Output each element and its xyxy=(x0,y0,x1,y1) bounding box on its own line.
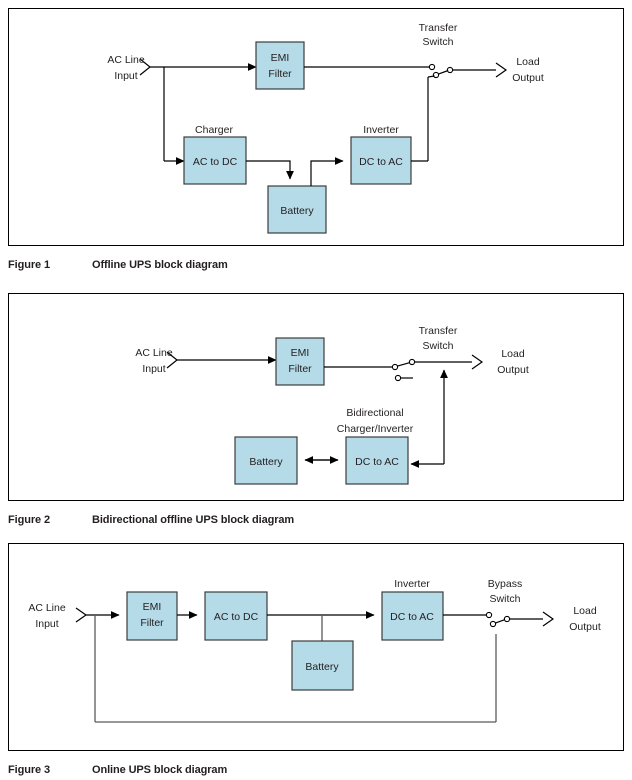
block-ac-to-dc-label: AC to DC xyxy=(214,611,259,623)
block-ac-to-dc xyxy=(204,591,268,641)
bypass-switch-pivot[interactable] xyxy=(503,615,511,623)
bidirectional-converter-caption-line2: Charger/Inverter xyxy=(337,423,414,435)
ac-line-input-label-line2: Input xyxy=(35,618,58,630)
transfer-switch-contact-lower[interactable] xyxy=(394,374,402,382)
bypass-switch-contact-upper[interactable] xyxy=(485,611,493,619)
transfer-switch-contact-upper[interactable] xyxy=(408,358,416,366)
block-emi-filter-label-line2: Filter xyxy=(288,363,312,375)
block-battery xyxy=(267,185,327,234)
block-battery-label: Battery xyxy=(305,661,339,673)
block-battery xyxy=(234,436,298,485)
load-output-label-line2: Output xyxy=(569,621,601,633)
figure-1-caption-title: Offline UPS block diagram xyxy=(92,259,228,271)
wire-battery-to-inverter xyxy=(310,157,344,186)
transfer-switch-pivot[interactable] xyxy=(391,363,399,371)
figure-2-diagram: AC Line Input EMI Filter Transfer Switch… xyxy=(135,325,529,485)
inverter-caption: Inverter xyxy=(394,578,430,590)
bypass-switch-label-line1: Bypass xyxy=(488,578,522,590)
figure-3-caption: Figure 3 Online UPS block diagram xyxy=(8,764,227,776)
block-dc-to-ac xyxy=(381,591,444,641)
block-dc-to-ac-label: DC to AC xyxy=(359,156,403,168)
ac-line-input-label-line2: Input xyxy=(142,363,165,375)
load-output-chevron xyxy=(495,62,508,78)
transfer-switch-contact-lower[interactable] xyxy=(432,71,440,79)
figure-2-caption-title: Bidirectional offline UPS block diagram xyxy=(92,514,295,526)
block-ac-to-dc xyxy=(183,136,247,185)
load-output-chevron xyxy=(542,611,555,627)
bypass-switch-contact-lower[interactable] xyxy=(489,620,497,628)
figure-2-caption: Figure 2 Bidirectional offline UPS block … xyxy=(8,514,294,526)
load-output-label-line2: Output xyxy=(512,72,544,84)
block-emi-filter xyxy=(255,41,305,90)
figure-1-caption: Figure 1 Offline UPS block diagram xyxy=(8,259,228,271)
ac-line-input-label-line1: AC Line xyxy=(135,347,173,359)
bypass-switch-blade[interactable] xyxy=(494,619,506,624)
ac-line-input-label-line1: AC Line xyxy=(28,602,66,614)
transfer-switch-label-line1: Transfer xyxy=(419,325,458,337)
charger-caption: Charger xyxy=(195,124,233,136)
figure-1-caption-number: Figure 1 xyxy=(8,259,50,271)
figure-3-caption-title: Online UPS block diagram xyxy=(92,764,228,776)
load-output-label-line1: Load xyxy=(501,348,525,360)
block-battery-label: Battery xyxy=(249,456,283,468)
figure-2-caption-number: Figure 2 xyxy=(8,514,50,526)
wire-inverter-to-switch-joint xyxy=(427,75,435,78)
block-emi-filter-label-line1: EMI xyxy=(271,52,290,64)
block-emi-filter-label-line1: EMI xyxy=(143,601,162,613)
block-emi-filter-label-line1: EMI xyxy=(291,347,310,359)
figure-1-panel: EMI Filter Transfer Switch Charger AC to… xyxy=(8,8,624,246)
block-battery xyxy=(291,640,354,691)
figure-3-caption-number: Figure 3 xyxy=(8,764,50,776)
figure-2-panel: AC Line Input EMI Filter Transfer Switch… xyxy=(8,293,624,501)
figure-3-panel: AC Line Input EMI Filter AC to DC Batter… xyxy=(8,543,624,751)
bypass-switch-label-line2: Switch xyxy=(490,593,521,605)
block-emi-filter-label-line2: Filter xyxy=(268,68,292,80)
ac-line-input-label-line1: AC Line xyxy=(107,54,145,66)
block-battery-label: Battery xyxy=(280,205,314,217)
transfer-switch-pivot[interactable] xyxy=(446,66,454,74)
load-output-label-line1: Load xyxy=(573,605,597,617)
block-emi-filter xyxy=(275,337,325,386)
block-dc-to-ac xyxy=(350,136,412,185)
block-dc-to-ac-label: DC to AC xyxy=(390,611,434,623)
transfer-switch-blade[interactable] xyxy=(396,362,411,367)
block-ac-to-dc-label: AC to DC xyxy=(193,156,238,168)
block-emi-filter xyxy=(126,591,178,641)
load-output-label-line2: Output xyxy=(497,364,529,376)
block-dc-to-ac-label: DC to AC xyxy=(355,456,399,468)
figure-3-diagram: AC Line Input EMI Filter AC to DC Batter… xyxy=(28,578,601,723)
transfer-switch-label-line2: Switch xyxy=(423,340,454,352)
transfer-switch-blade[interactable] xyxy=(437,69,449,75)
figure-1-diagram: EMI Filter Transfer Switch Charger AC to… xyxy=(107,22,544,234)
ac-line-input-chevron xyxy=(75,607,88,623)
load-output-chevron xyxy=(471,354,484,370)
transfer-switch-label-line2: Switch xyxy=(423,36,454,48)
wire-charger-to-battery xyxy=(246,160,294,180)
ac-line-input-label-line2: Input xyxy=(114,70,137,82)
transfer-switch-label-line1: Transfer xyxy=(419,22,458,34)
block-emi-filter-label-line2: Filter xyxy=(140,617,164,629)
block-dc-to-ac xyxy=(345,436,409,485)
transfer-switch-contact-upper[interactable] xyxy=(428,63,436,71)
load-output-label-line1: Load xyxy=(516,56,540,68)
inverter-caption: Inverter xyxy=(363,124,399,136)
bidirectional-converter-caption-line1: Bidirectional xyxy=(346,407,403,419)
